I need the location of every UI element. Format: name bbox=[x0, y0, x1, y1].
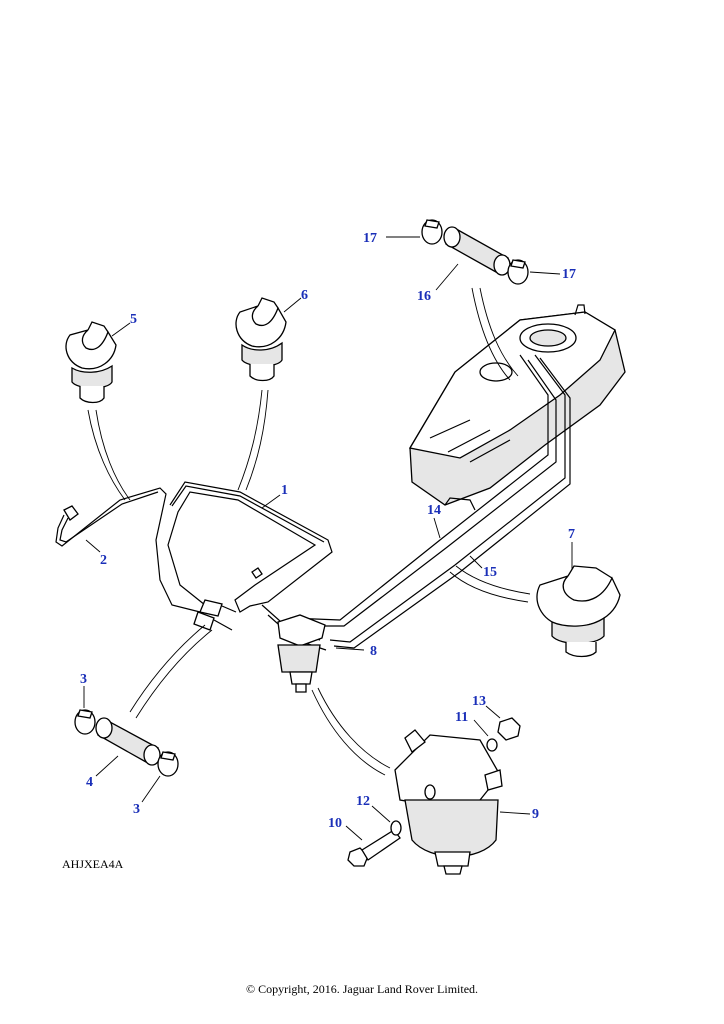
callout-9: 9 bbox=[532, 807, 539, 822]
pipe-connector bbox=[193, 599, 237, 631]
callout-6: 6 bbox=[301, 288, 308, 303]
callout-14: 14 bbox=[427, 503, 441, 518]
pipe-clip-6 bbox=[235, 297, 287, 382]
hose-clip-3a bbox=[74, 709, 96, 735]
nut-13 bbox=[497, 717, 521, 741]
fuel-pipe-2 bbox=[55, 487, 201, 613]
filter-head-assembly bbox=[261, 604, 327, 693]
association-lines bbox=[87, 287, 531, 776]
copyright-notice: © Copyright, 2016. Jaguar Land Rover Lim… bbox=[245, 982, 479, 996]
hose-clip-3b bbox=[157, 751, 179, 777]
callout-12: 12 bbox=[356, 794, 370, 809]
callout-labels: 1 2 3 4 3 5 6 7 8 9 10 11 12 13 14 15 16… bbox=[80, 231, 576, 831]
bolt bbox=[347, 829, 401, 867]
callout-11: 11 bbox=[455, 710, 468, 725]
hose-clip-17a bbox=[421, 219, 443, 245]
callout-13: 13 bbox=[472, 694, 486, 709]
fuel-tank bbox=[408, 304, 626, 511]
hose-clip-17b bbox=[507, 259, 529, 285]
callout-7: 7 bbox=[568, 527, 575, 542]
fuel-pipes-14-15 bbox=[289, 354, 571, 649]
callout-3b: 3 bbox=[133, 802, 140, 817]
washer-11 bbox=[486, 738, 498, 752]
fuel-pipe-1 bbox=[167, 481, 333, 613]
callout-17a: 17 bbox=[363, 231, 377, 246]
callout-15: 15 bbox=[483, 565, 497, 580]
callout-10: 10 bbox=[328, 816, 342, 831]
callout-3a: 3 bbox=[80, 672, 87, 687]
pipe-clip-7 bbox=[536, 565, 621, 658]
callout-8: 8 bbox=[370, 644, 377, 659]
callout-1: 1 bbox=[281, 483, 288, 498]
callout-leaders bbox=[83, 236, 573, 841]
hose-4 bbox=[95, 717, 161, 766]
callout-2: 2 bbox=[100, 553, 107, 568]
callout-17b: 17 bbox=[562, 267, 576, 282]
callout-4: 4 bbox=[86, 775, 93, 790]
figure-code: AHJXEA4A bbox=[62, 857, 124, 871]
fuel-filter bbox=[394, 729, 503, 875]
hose-16 bbox=[443, 226, 511, 276]
callout-16: 16 bbox=[417, 289, 431, 304]
callout-5: 5 bbox=[130, 312, 137, 327]
washer-12 bbox=[390, 820, 402, 836]
pipe-clip-5 bbox=[65, 321, 117, 404]
